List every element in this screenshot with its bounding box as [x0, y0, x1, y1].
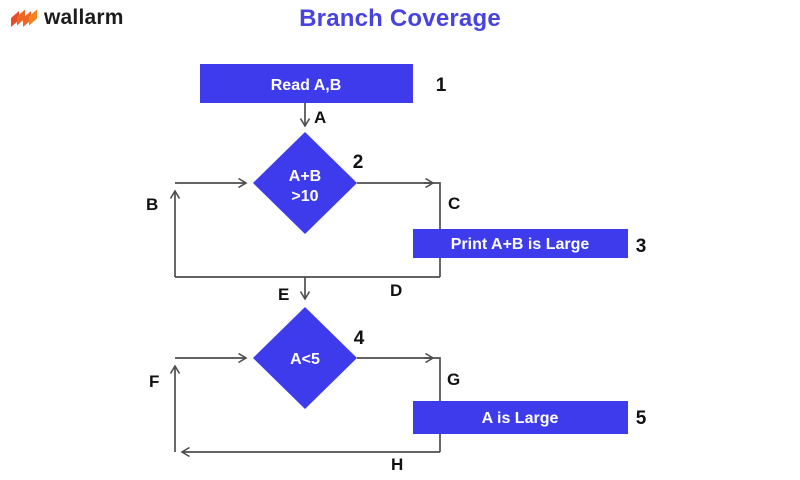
node-print-ab-large-label: Print A+B is Large — [451, 236, 590, 253]
node-number-3: 3 — [636, 236, 647, 257]
edge-label-g: G — [447, 370, 460, 389]
node-number-2: 2 — [353, 152, 364, 173]
page-title: Branch Coverage — [299, 5, 501, 32]
edge-label-a: A — [314, 108, 326, 127]
decision-a-lt-5 — [253, 307, 357, 409]
node-print-ab-large — [413, 229, 628, 258]
edge-label-e: E — [278, 285, 289, 304]
edge-label-b: B — [146, 195, 158, 214]
edge-label-h: H — [391, 455, 403, 474]
wallarm-logo: wallarm — [10, 7, 124, 29]
wallarm-logo-icon — [11, 9, 37, 27]
node-read-ab-label: Read A,B — [271, 77, 342, 94]
node-number-1: 1 — [436, 75, 447, 96]
decision-2-label: A<5 — [290, 351, 320, 368]
decision-a-plus-b-gt-10 — [253, 132, 357, 234]
edge-label-f: F — [149, 372, 159, 391]
decision-1-label-line1: A+B — [289, 168, 321, 185]
node-a-is-large — [413, 401, 628, 434]
edge-label-c: C — [448, 194, 460, 213]
node-a-is-large-label: A is Large — [482, 410, 559, 427]
decision-1-label-line2: >10 — [291, 188, 318, 205]
wallarm-logo-text: wallarm — [44, 6, 124, 29]
node-number-5: 5 — [636, 408, 647, 429]
node-read-ab — [200, 64, 413, 103]
node-number-4: 4 — [354, 328, 365, 349]
edge-label-d: D — [390, 281, 402, 300]
